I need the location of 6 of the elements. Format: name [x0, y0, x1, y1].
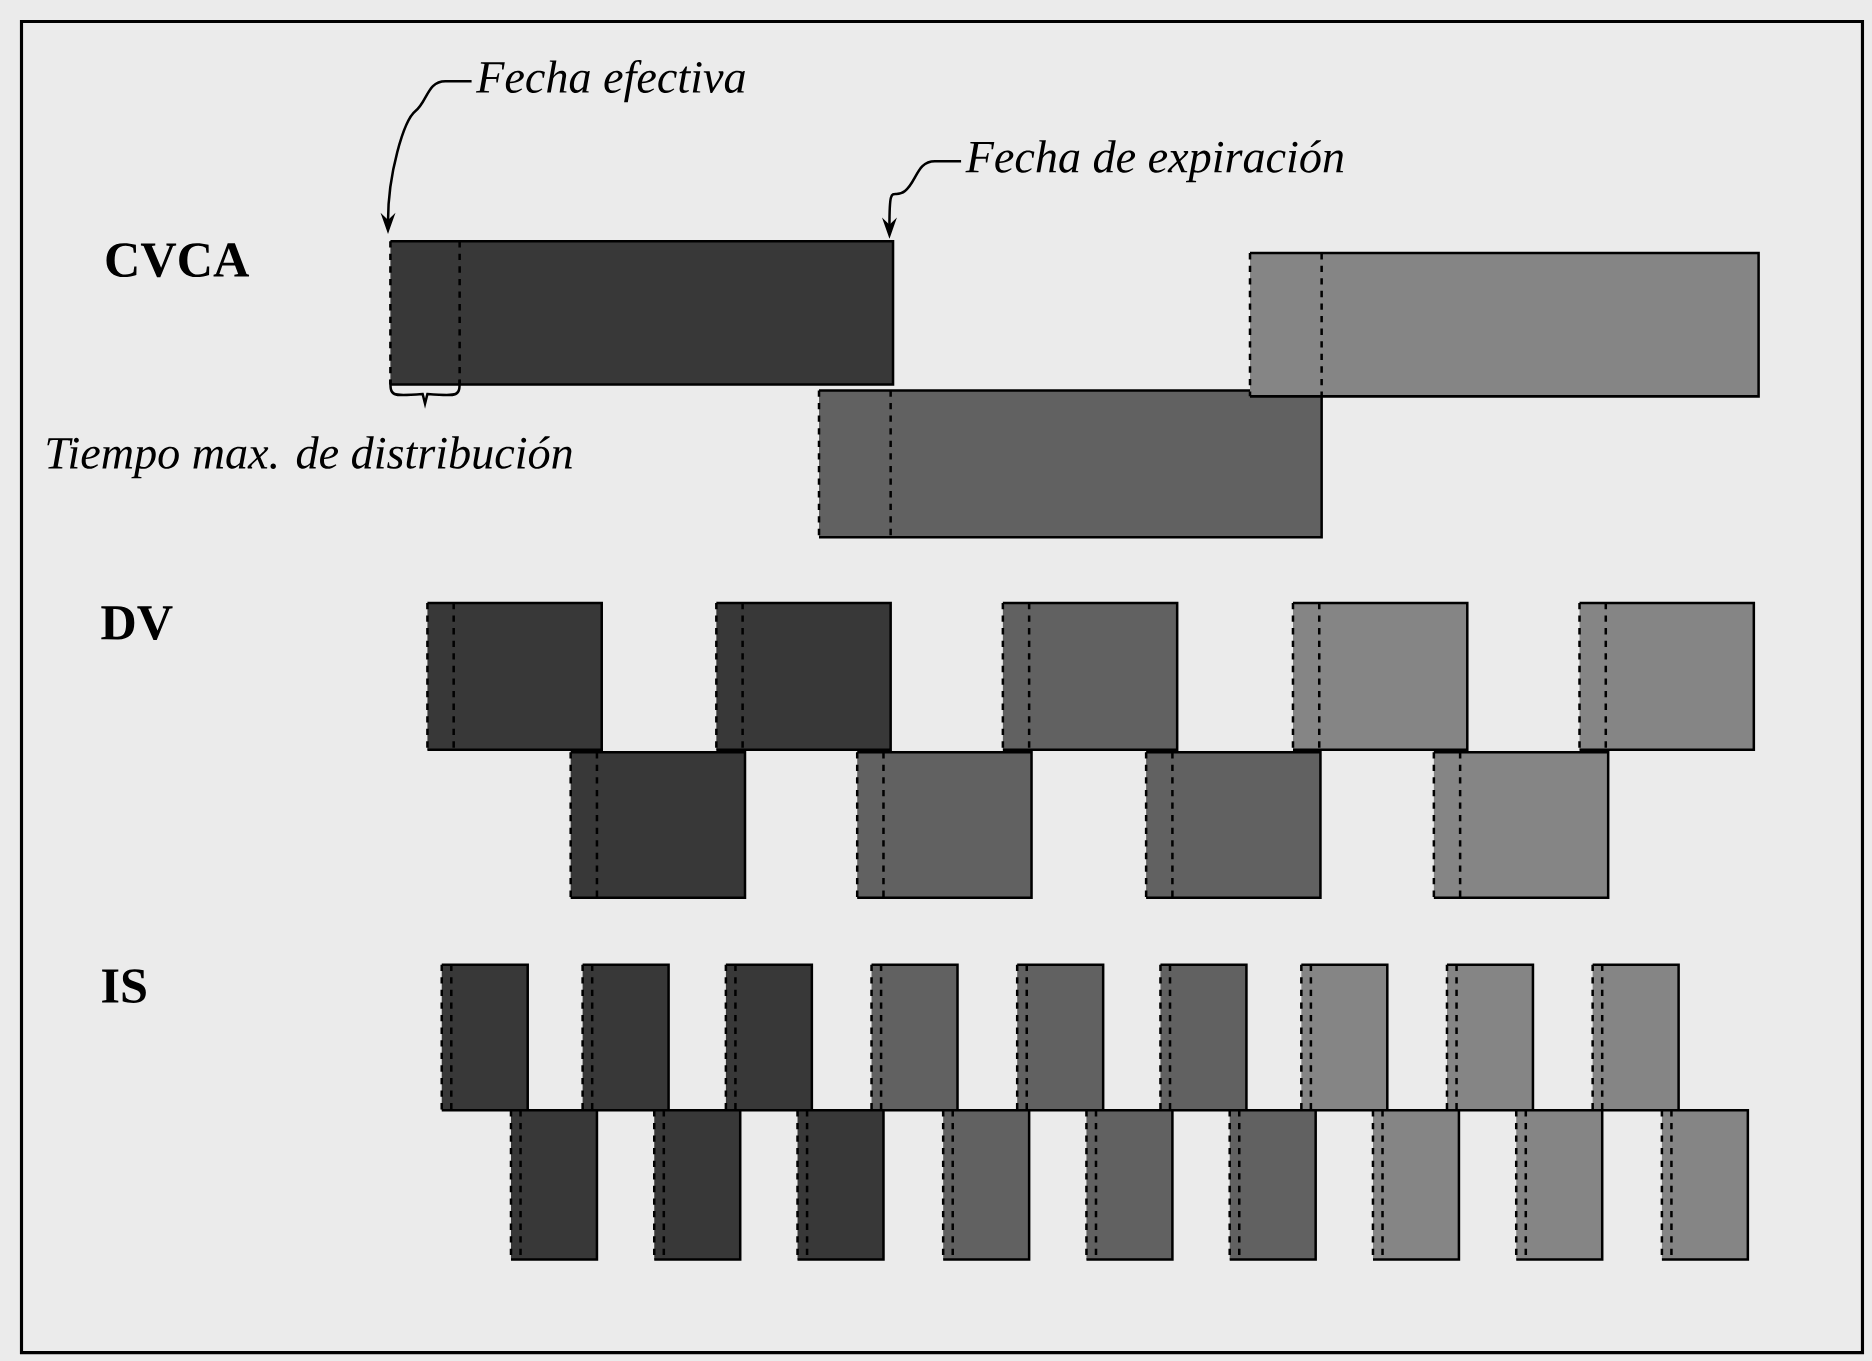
row-label: CVCA [106, 243, 250, 278]
annotation-text: Fecha de expiración [965, 140, 1344, 183]
annotation-text: Fecha efectiva [475, 60, 745, 103]
period-label: Tiempo max. de distribución [47, 436, 572, 479]
row-label: IS [102, 969, 146, 1004]
row-label: DV [101, 606, 173, 641]
